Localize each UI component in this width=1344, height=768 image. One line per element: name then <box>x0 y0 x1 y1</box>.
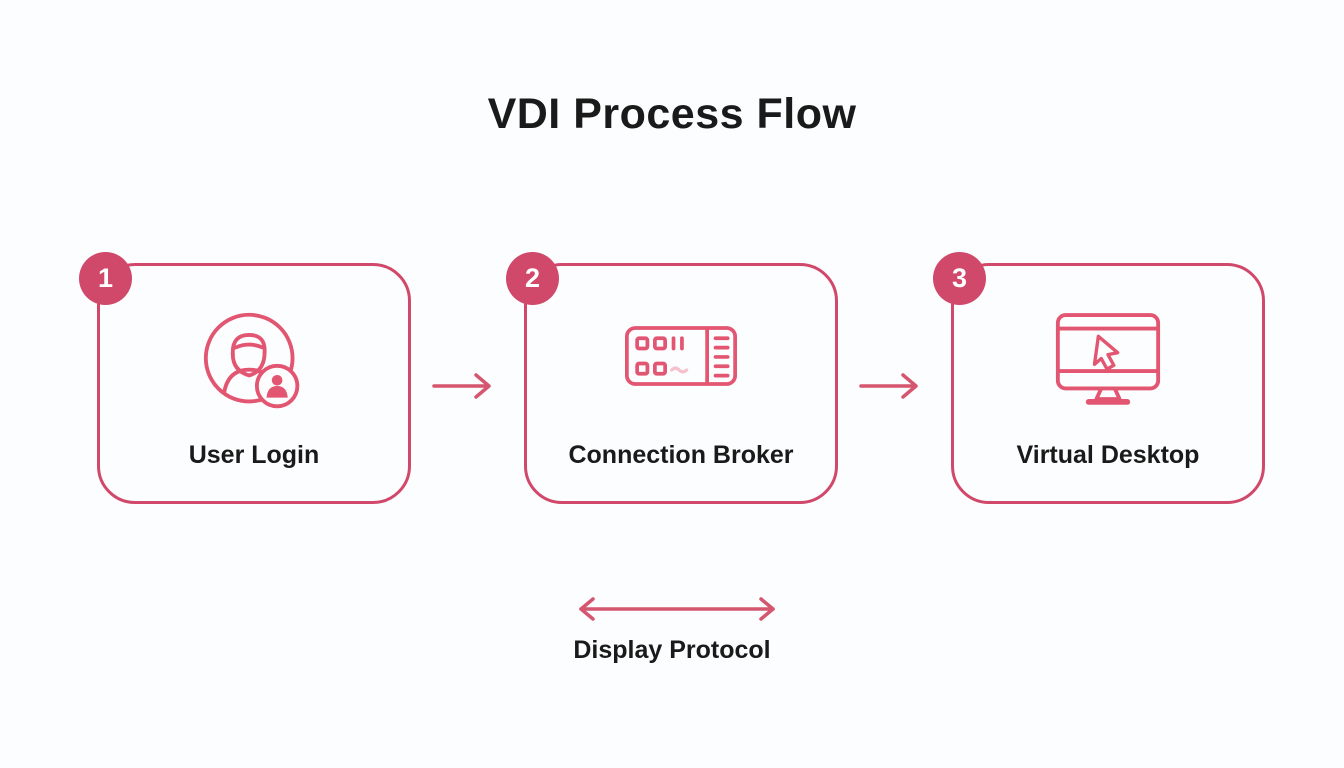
step-label: Virtual Desktop <box>1016 441 1200 469</box>
virtual-desktop-icon <box>1054 311 1162 406</box>
page-title: VDI Process Flow <box>487 90 857 138</box>
step-label: User Login <box>188 441 320 469</box>
user-icon <box>201 308 307 414</box>
step-number-badge: 3 <box>933 252 986 305</box>
connection-broker-icon <box>625 326 737 386</box>
step-box-virtual-desktop: 3 Virtual Desktop <box>933 252 1265 504</box>
display-protocol-label: Display Protocol <box>573 636 771 664</box>
arrow-right-icon <box>430 366 500 406</box>
bidirectional-arrow-icon <box>569 591 785 627</box>
step-number-badge: 2 <box>506 252 559 305</box>
step-label: Connection Broker <box>568 441 794 469</box>
step-number-badge: 1 <box>79 252 132 305</box>
step-box-connection-broker: 2 Connection Broker <box>506 252 838 504</box>
step-box-user-login: 1 User Login <box>79 252 411 504</box>
arrow-right-icon <box>857 366 927 406</box>
